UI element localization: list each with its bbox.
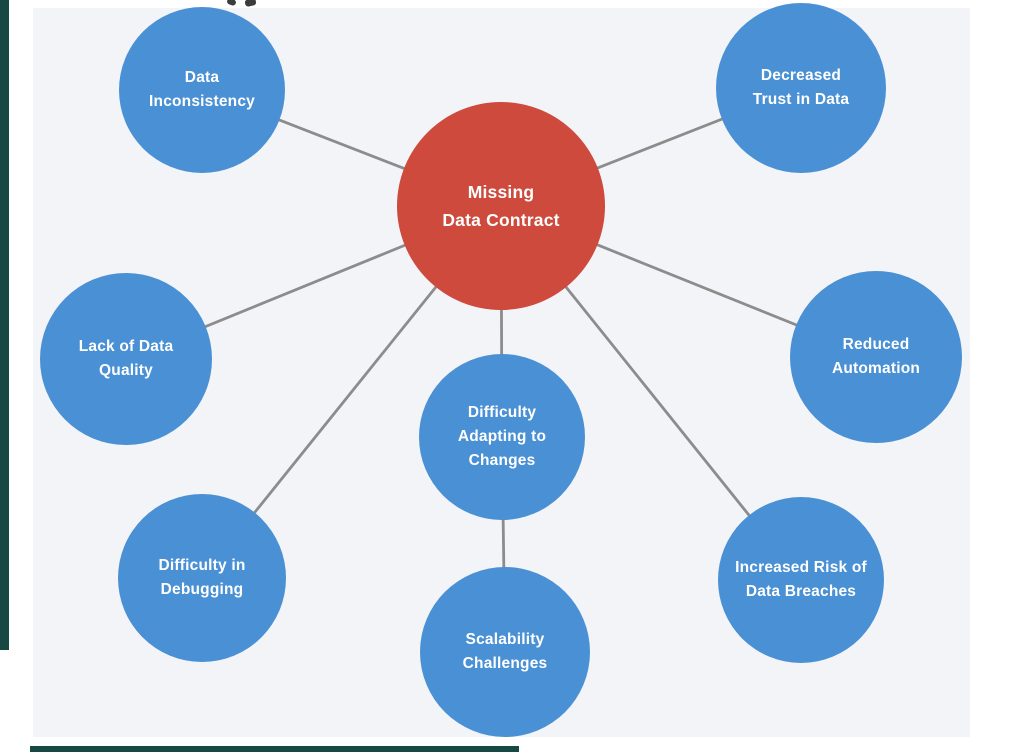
node-label-data-inconsistency: Data Inconsistency [149,68,255,110]
node-label-reduced-automation: Reduced Automation [831,335,921,377]
node-label-difficulty-adapting-to-changes: Difficulty Adapting to Changes [457,403,547,469]
node-label-decreased-trust-in-data: Decreased Trust in Data [752,66,850,108]
node-increased-risk-of-data-breaches: Increased Risk of Data Breaches [718,497,884,663]
node-label-increased-risk-of-data-breaches: Increased Risk of Data Breaches [735,558,867,600]
node-label-scalability-challenges: Scalability Challenges [462,630,548,672]
node-decreased-trust-in-data: Decreased Trust in Data [716,3,886,173]
left-edge-cropped-bar [0,0,9,650]
node-data-inconsistency: Data Inconsistency [119,7,285,173]
node-label-lack-of-data-quality: Lack of Data Quality [78,337,174,379]
node-difficulty-in-debugging: Difficulty in Debugging [118,494,286,662]
node-label-missing-data-contract: Missing Data Contract [442,182,560,230]
node-difficulty-adapting-to-changes: Difficulty Adapting to Changes [419,354,585,520]
bottom-edge-cropped-bar [30,746,519,752]
node-lack-of-data-quality: Lack of Data Quality [40,273,212,445]
node-missing-data-contract: Missing Data Contract [397,102,605,310]
node-scalability-challenges: Scalability Challenges [420,567,590,737]
node-label-difficulty-in-debugging: Difficulty in Debugging [158,556,246,598]
node-reduced-automation: Reduced Automation [790,271,962,443]
